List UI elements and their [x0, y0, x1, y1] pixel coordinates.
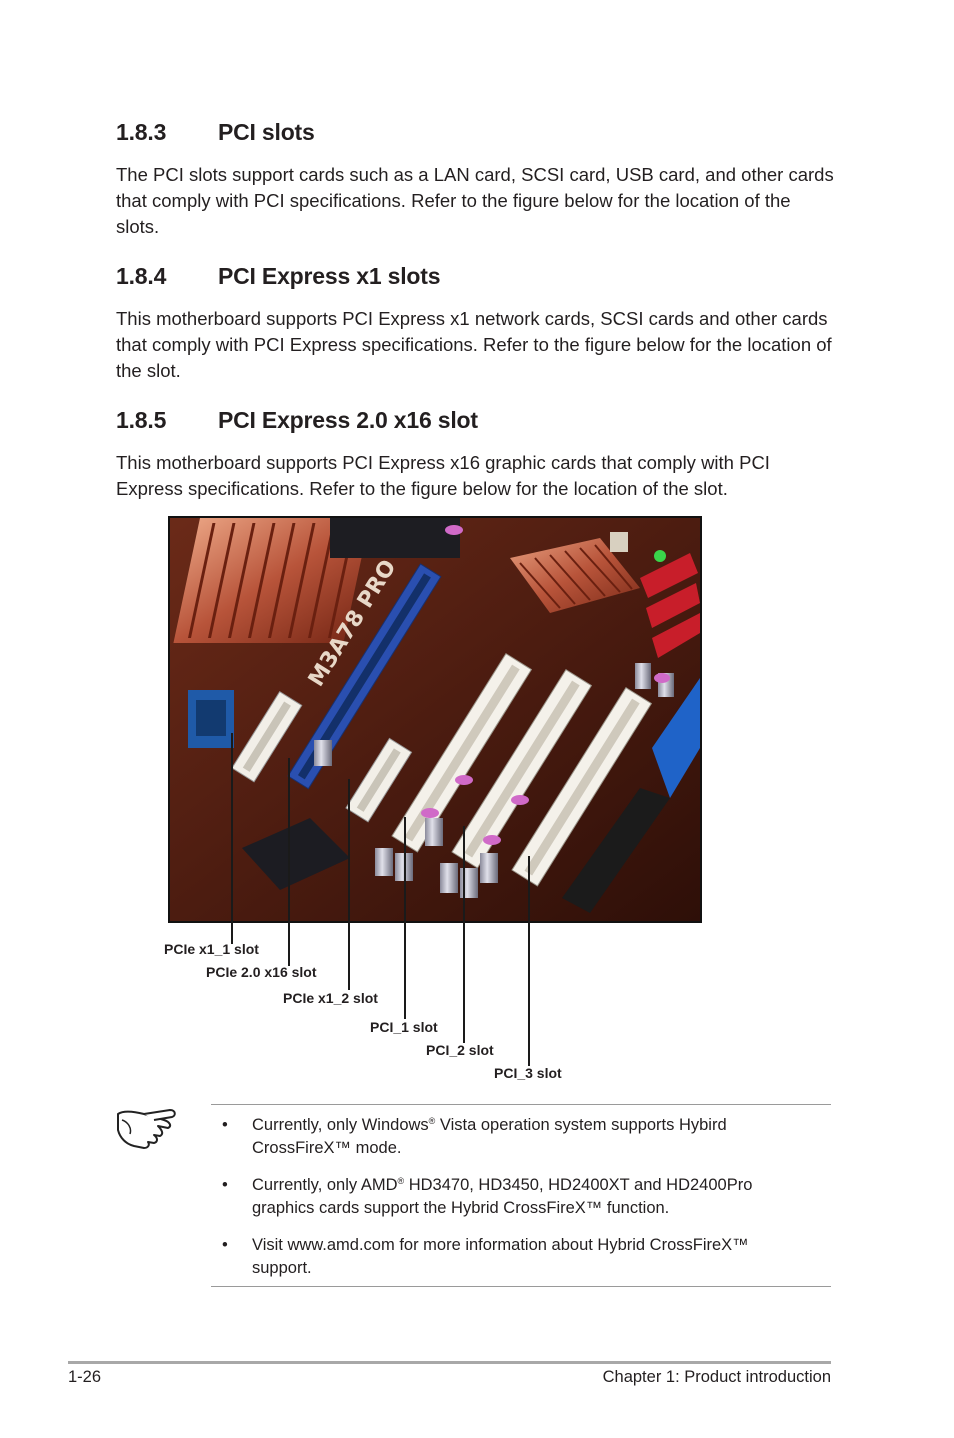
pointing-hand-icon [114, 1100, 180, 1154]
note-bottom-rule [211, 1286, 831, 1287]
pcie-x1-1-slot-shape [231, 690, 303, 783]
callout-pcie-x1-2: PCIe x1_2 slot [283, 990, 378, 1006]
capacitors [314, 663, 674, 898]
note-text: Currently, only Windows® Vista operation… [252, 1116, 727, 1157]
section-body-pcie-x16: This motherboard supports PCI Express x1… [116, 452, 770, 499]
pcie-x16-slot-shape [287, 563, 442, 790]
section-body-pci-slots: The PCI slots support cards such as a LA… [116, 164, 834, 237]
leader-pci-3 [528, 856, 530, 1066]
heatsink-left [173, 518, 370, 643]
section-number: 1.8.3 [116, 119, 167, 145]
bullet-dot: • [222, 1176, 228, 1194]
section-title: PCI Express 2.0 x16 slot [218, 407, 478, 433]
pcie-x1-2-slot-shape [345, 737, 413, 823]
leader-pci-2 [463, 826, 465, 1043]
note-text: Visit www.amd.com for more information a… [252, 1236, 749, 1277]
callout-pcie-x1-1: PCIe x1_1 slot [164, 941, 259, 957]
bullet-dot: • [222, 1236, 228, 1254]
leader-pci-1 [404, 817, 406, 1019]
page-number: 1-26 [68, 1368, 102, 1386]
footer-rule [68, 1361, 831, 1364]
note-text: Currently, only AMD® HD3470, HD3450, HD2… [252, 1176, 753, 1217]
callout-pci-3: PCI_3 slot [494, 1065, 562, 1081]
section-number: 1.8.4 [116, 263, 167, 289]
leader-pcie-x16 [288, 758, 290, 966]
section-body-pcie-x1: This motherboard supports PCI Express x1… [116, 308, 832, 381]
section-number: 1.8.5 [116, 407, 167, 433]
pci-3-slot-shape [511, 686, 653, 887]
section-title: PCI slots [218, 119, 315, 145]
callout-pcie-x16: PCIe 2.0 x16 slot [206, 964, 317, 980]
callout-pci-1: PCI_1 slot [370, 1019, 438, 1035]
chapter-title: Chapter 1: Product introduction [602, 1368, 831, 1386]
bullet-dot: • [222, 1116, 228, 1134]
leader-pcie-x1-1 [231, 733, 233, 944]
pci-1-slot-shape [391, 652, 533, 853]
section-title: PCI Express x1 slots [218, 263, 441, 289]
callout-pci-2: PCI_2 slot [426, 1042, 494, 1058]
leader-pcie-x1-2 [348, 779, 350, 990]
heatsink-right [510, 538, 640, 613]
note-top-rule [211, 1104, 831, 1105]
motherboard-photo: M3A78 PRO [168, 516, 702, 923]
